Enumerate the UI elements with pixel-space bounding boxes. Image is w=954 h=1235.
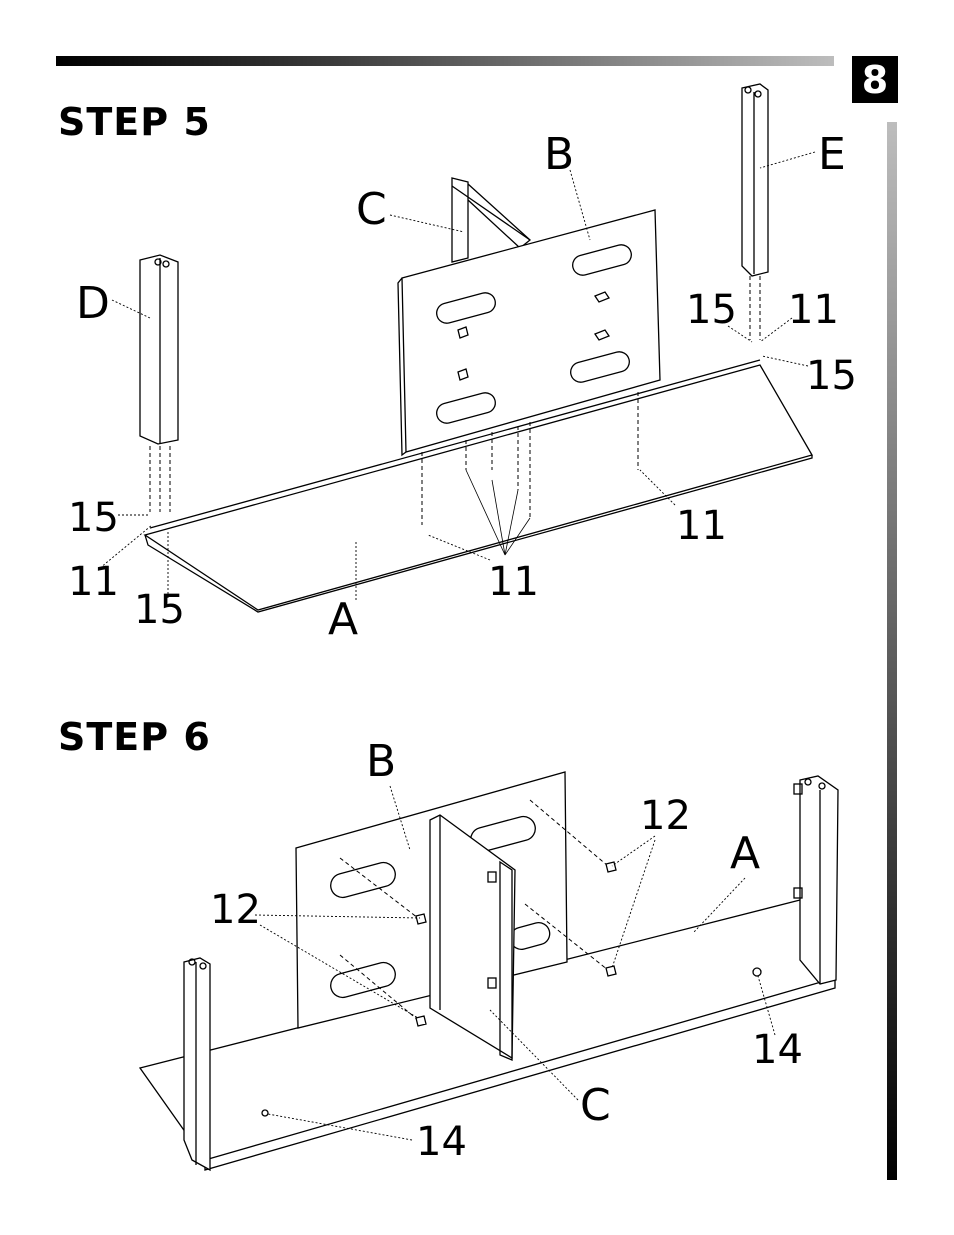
label-11-right: 11 <box>676 503 727 549</box>
label-15-left-bottom: 15 <box>134 587 185 633</box>
label-15-right-bottom: 15 <box>806 353 857 399</box>
label-11-center: 11 <box>488 559 539 605</box>
label-15-right-top: 15 <box>686 287 737 333</box>
panel-b-step5 <box>397 209 661 457</box>
post-e-step5 <box>741 83 769 277</box>
step6-title: STEP 6 <box>58 715 211 759</box>
panel-c-step6 <box>429 814 516 1061</box>
label-c-step5: C <box>356 184 387 235</box>
label-14-right: 14 <box>752 1027 803 1073</box>
right-post-step6 <box>793 775 839 985</box>
label-b-step5: B <box>544 129 575 180</box>
page-number-badge: 8 <box>852 56 898 103</box>
side-gradient-bar <box>887 122 897 1180</box>
label-a-step6: A <box>730 828 761 879</box>
header-gradient-bar <box>56 56 834 66</box>
label-c-step6: C <box>580 1080 611 1131</box>
label-a-step5: A <box>328 594 359 645</box>
label-15-left-top: 15 <box>68 495 119 541</box>
label-e-step5: E <box>818 129 846 180</box>
label-11-right-top: 11 <box>788 287 839 333</box>
post-d-step5 <box>139 254 179 445</box>
label-b-step6: B <box>366 736 397 787</box>
label-14-left: 14 <box>416 1119 467 1165</box>
step5-title: STEP 5 <box>58 100 211 144</box>
label-12-right: 12 <box>640 793 691 839</box>
left-post-step6 <box>183 957 211 1172</box>
label-11-left: 11 <box>68 559 119 605</box>
label-d-step5: D <box>76 278 110 329</box>
panel-c-step5 <box>451 177 532 263</box>
label-12-left: 12 <box>210 887 261 933</box>
